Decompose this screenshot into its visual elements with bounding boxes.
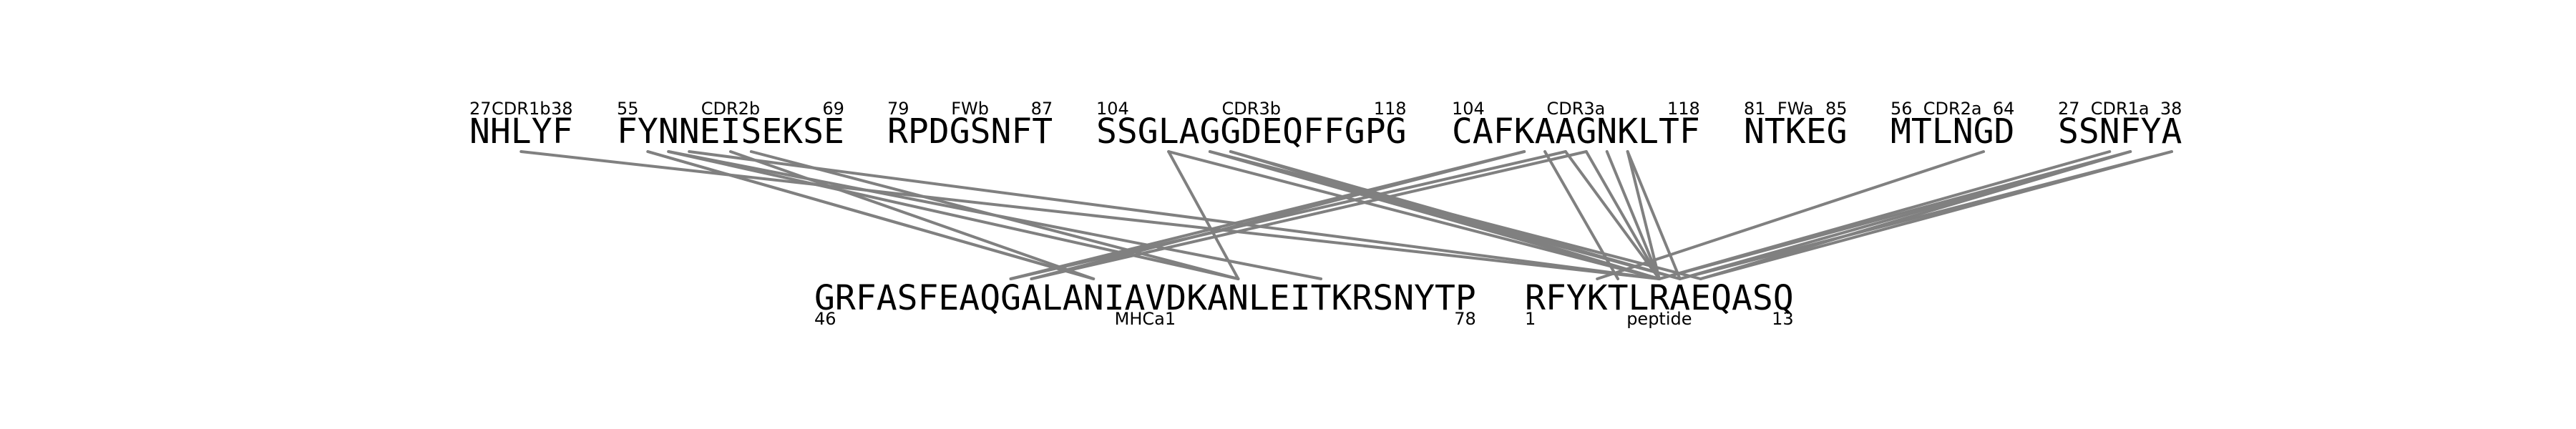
- contact-line: [1030, 150, 1588, 280]
- segment-name-mhca1: MHCa1: [1115, 309, 1176, 329]
- sequence-cdr3b: SSGLAGGDEQFFGPG: [1096, 112, 1407, 152]
- sequence-mhca1: GRFASFEAQGALANIAVDKANLEITKRSNYTP: [814, 278, 1476, 318]
- residue-start-mhca1: 46: [814, 309, 836, 329]
- contact-line: [1626, 150, 1661, 280]
- residue-end-fwa: 85: [1825, 99, 1848, 119]
- residue-start-fwa: 81: [1744, 99, 1766, 119]
- contact-line: [1626, 150, 1682, 280]
- contact-line: [1584, 150, 1661, 280]
- residue-start-cdr2b: 55: [617, 99, 639, 119]
- residue-start-cdr2a: 56: [1890, 99, 1913, 119]
- contact-line: [749, 150, 1240, 280]
- segment-name-peptide: peptide: [1626, 309, 1692, 329]
- segment-name-fwb: FWb: [951, 99, 989, 119]
- sequence-fwa: NTKEG: [1744, 112, 1848, 152]
- contact-line: [519, 150, 1661, 280]
- segment-name-cdr3a: CDR3a: [1546, 99, 1605, 119]
- residue-end-cdr3a: 118: [1667, 99, 1700, 119]
- residue-end-cdr3b: 118: [1374, 99, 1407, 119]
- contact-line: [688, 150, 1661, 280]
- contact-line: [646, 150, 1096, 280]
- sequence-cdr1a: SSNFYA: [2058, 112, 2182, 152]
- contact-lines: [519, 150, 2173, 280]
- contact-line: [1030, 150, 1526, 280]
- contact-line: [1699, 150, 2132, 280]
- residue-end-cdr1b: 38: [551, 99, 573, 119]
- contact-line: [1605, 150, 1661, 280]
- contact-line: [1009, 150, 1567, 280]
- residue-end-cdr1a: 38: [2160, 99, 2182, 119]
- contact-line: [1167, 150, 1240, 280]
- sequence-cdr2a: MTLNGD: [1890, 112, 2014, 152]
- contact-line: [1543, 150, 1620, 280]
- contact-line: [1699, 150, 2173, 280]
- contact-line: [1563, 150, 1661, 280]
- residue-start-cdr3b: 104: [1096, 99, 1129, 119]
- residue-start-peptide: 1: [1525, 309, 1536, 329]
- residue-end-mhca1: 78: [1454, 309, 1476, 329]
- segment-name-cdr2b: CDR2b: [701, 99, 760, 119]
- sequence-cdr3a: CAFKAAGNKLTF: [1452, 112, 1700, 152]
- residue-end-fwb: 87: [1031, 99, 1053, 119]
- residue-start-cdr3a: 104: [1452, 99, 1485, 119]
- sequence-cdr2b: FYNNEISEKSE: [617, 112, 844, 152]
- contact-line: [728, 150, 1096, 280]
- residue-end-cdr2b: 69: [822, 99, 844, 119]
- sequence-cdr1b: NHLYF: [469, 112, 573, 152]
- contact-line: [1596, 150, 1986, 280]
- residue-start-cdr1b: 27: [469, 99, 492, 119]
- residue-end-cdr2a: 64: [1993, 99, 2015, 119]
- segment-name-cdr1a: CDR1a: [2091, 99, 2150, 119]
- segment-name-cdr2a: CDR2a: [1923, 99, 1982, 119]
- residue-start-fwb: 79: [887, 99, 909, 119]
- residue-end-peptide: 13: [1772, 309, 1794, 329]
- sequence-fwb: RPDGSNFT: [887, 112, 1053, 152]
- segment-name-fwa: FWa: [1777, 99, 1814, 119]
- contact-line: [667, 150, 1240, 280]
- segment-name-cdr1b: CDR1b: [492, 99, 550, 119]
- segment-name-cdr3b: CDR3b: [1222, 99, 1281, 119]
- contact-line: [1167, 150, 1661, 280]
- sequence-peptide: RFYKTLRAEQASQ: [1525, 278, 1794, 318]
- residue-start-cdr1a: 27: [2058, 99, 2080, 119]
